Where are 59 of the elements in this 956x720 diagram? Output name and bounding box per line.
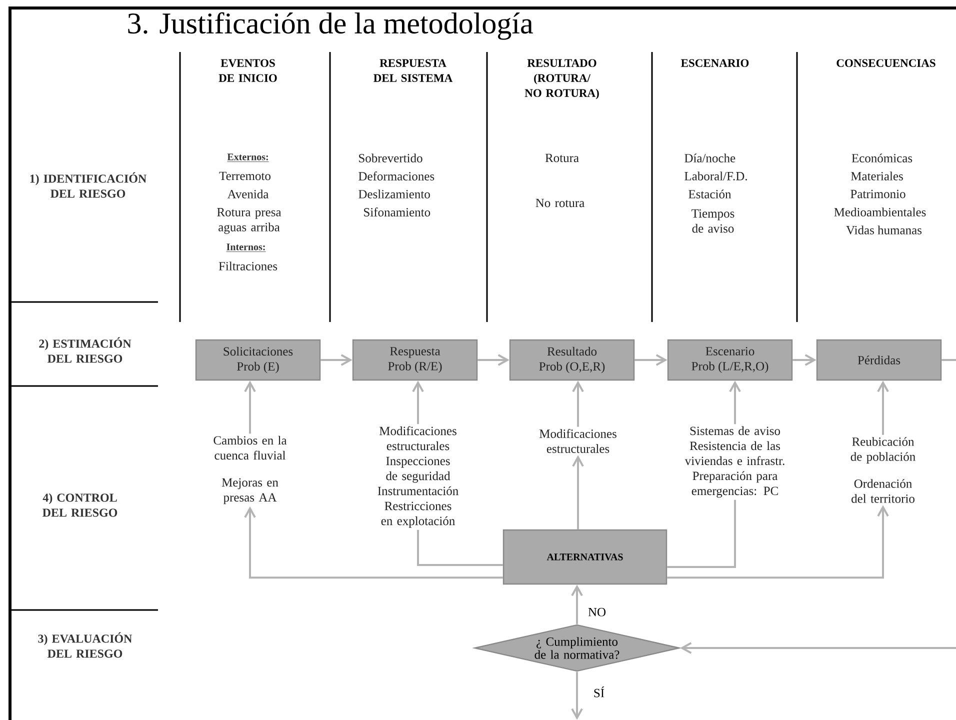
list-item: Laboral/F.D. [684,172,747,180]
list-item: Día/noche [684,154,736,162]
list-item: Terremoto [219,172,270,180]
process-box: Escenario Prob (L/E,R,O) [667,339,793,381]
arrow [634,354,668,366]
measure-text: Cambios en la cuenca fluvial Mejoras en presas AA [214,436,287,504]
list-item: Rotura [545,154,579,162]
list-item: Económicas [852,154,912,162]
arrow [792,354,816,366]
list-heading: Internos: [226,244,266,252]
arrow [680,642,956,654]
arrow [571,584,583,624]
arrow [877,380,889,435]
list-heading: Externos: [226,154,270,162]
list-item: Vidas humanas [846,226,922,234]
title: 3. Justificación de la metodología [128,12,533,40]
list-item: Estación [688,190,732,198]
list-item: Sifonamiento [364,208,430,216]
list-item: Patrimonio [850,190,906,198]
column-header: RESPUESTA DEL SISTEMA [374,59,453,82]
arrow [667,505,889,579]
arrow [478,354,510,366]
arrow [572,455,584,530]
column-header: RESULTADO (ROTURA/ NO ROTURA) [524,59,599,100]
list-item: Avenida [227,190,269,198]
measure-text: Modificaciones estructurales Inspecciones de seguridad Instrumentación Restricciones en explotación [378,426,458,528]
row-label: 1) IDENTIFICACIÓN DEL RIESGO [30,172,146,198]
row-label: 2) ESTIMACIÓN DEL RIESGO [39,337,132,363]
arrow [320,354,352,366]
arrow [729,380,741,424]
process-box: Respuesta Prob (R/E) [352,339,478,381]
arrow [572,380,584,427]
list-item: Medioambientales [834,208,926,216]
list-item: No rotura [536,198,584,208]
list-item: Rotura presa aguas arriba [217,208,282,234]
list-item: Materiales [850,172,903,180]
column-header: ESCENARIO [681,59,749,67]
edge-label: NO [586,606,608,618]
arrow [244,506,503,579]
list-item: Deformaciones [358,172,434,180]
list-item: Filtraciones [218,262,278,270]
process-box: Pérdidas [816,339,942,381]
alternatives-box: ALTERNATIVAS [502,529,668,585]
list-item: Tiempos de aviso [692,209,734,233]
arrow [571,672,583,720]
list-item: Sobrevertido [359,154,422,162]
row-label: 4) CONTROL DEL RIESGO [42,493,118,517]
row-label: 3) EVALUACIÓN DEL RIESGO [38,632,132,658]
process-box: Solicitaciones Prob (E) [195,339,321,381]
process-box: Resultado Prob (O,E,R) [509,339,635,381]
measure-text: Sistemas de aviso Resistencia de las viviendas e infrastr. Preparación para emergencias: PC [684,426,784,498]
measure-text: Reubicación de población Ordenación del territorio [850,437,916,503]
column-header: CONSECUENCIAS [836,59,936,67]
arrow [244,380,256,434]
column-header: EVENTOS DE INICIO [218,59,277,82]
measure-text: Modificaciones estructurales [540,429,616,453]
arrow [412,380,424,424]
list-item: Deslizamiento [358,190,430,198]
edge-label: SÍ [592,685,606,698]
